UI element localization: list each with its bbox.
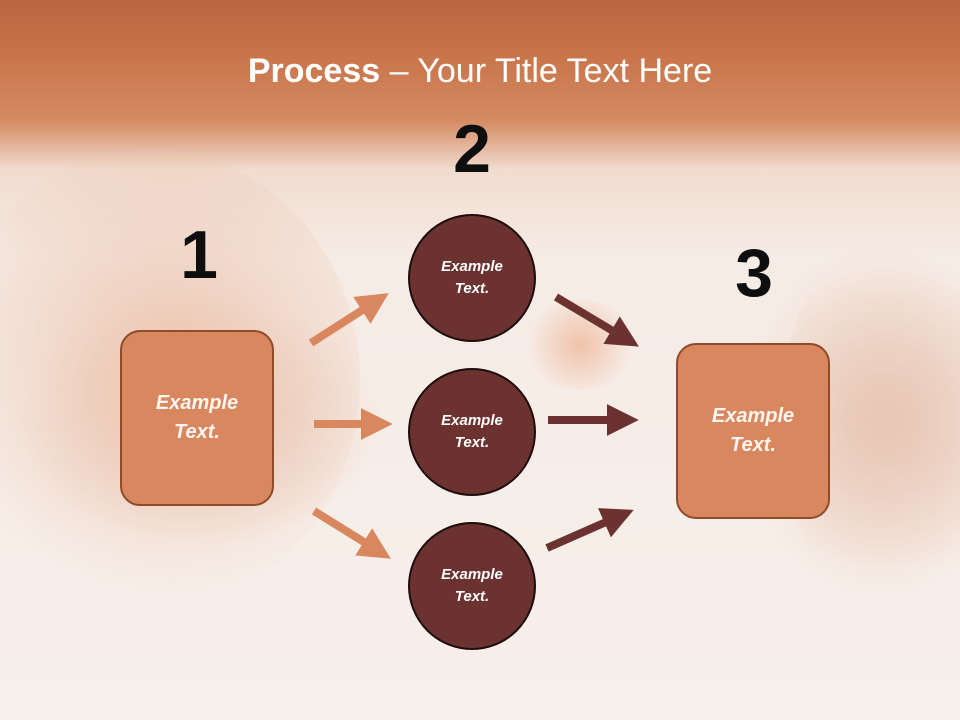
circle-top-line1: Example (441, 257, 503, 275)
step-number-2: 2 (453, 111, 491, 187)
title-bold: Process (247, 52, 381, 90)
circle-middle-line2: Text. (454, 434, 490, 451)
arrow-left-down (311, 507, 391, 559)
arrow-right-down (553, 293, 639, 347)
arrow-right-up (545, 508, 634, 552)
step-number-1: 1 (180, 217, 218, 293)
circle-middle-line1: Example (441, 411, 503, 429)
circle-bottom-line2: Text. (454, 588, 490, 605)
circle-bottom-line1: Example (441, 565, 503, 583)
step-number-3: 3 (735, 235, 773, 311)
circle-top-line2: Text. (454, 280, 490, 297)
slide-title: Process – Your Title Text Here (0, 52, 960, 91)
box-right-line2: Text. (730, 434, 776, 456)
box-left-line2: Text. (174, 421, 220, 443)
arrow-left-up (308, 293, 389, 347)
box-left-line1: Example (155, 392, 239, 414)
box-right-line1: Example (711, 405, 795, 427)
title-rest: – Your Title Text Here (380, 52, 713, 90)
